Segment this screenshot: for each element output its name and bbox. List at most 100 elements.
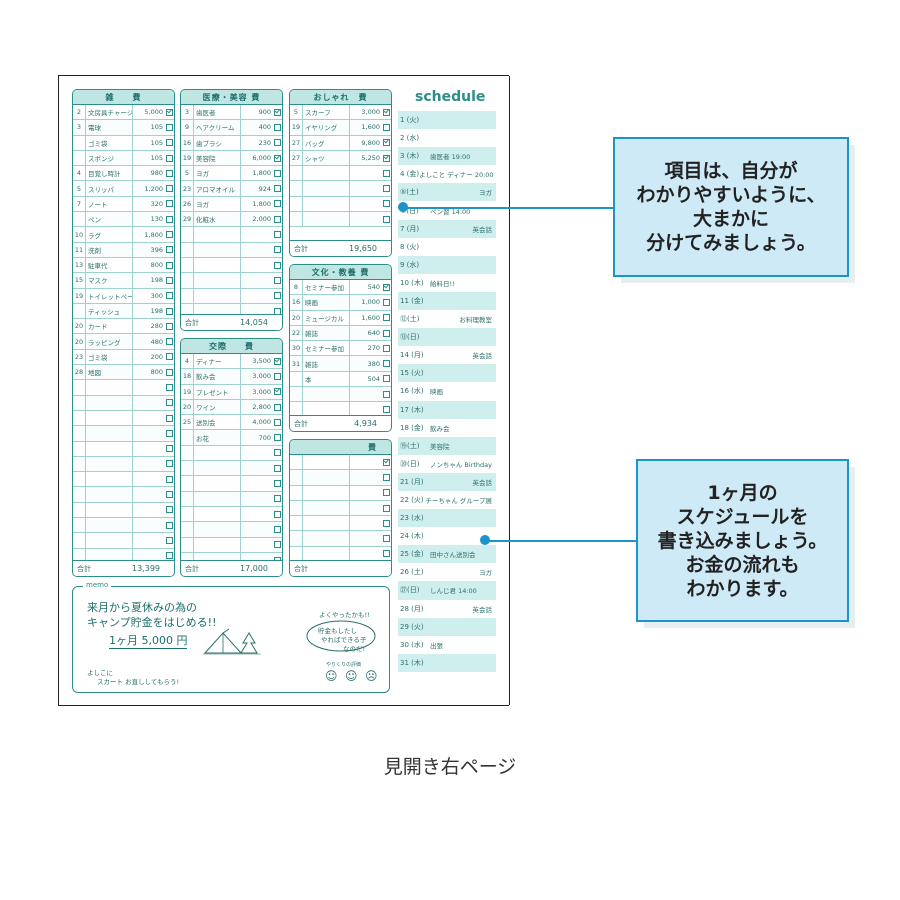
checked-box-icon[interactable]: [274, 108, 281, 116]
checkbox-icon[interactable]: [383, 390, 390, 398]
checkbox-icon[interactable]: [274, 292, 281, 300]
row-item: [303, 485, 350, 500]
checkbox-icon[interactable]: [274, 231, 281, 239]
checkbox-icon[interactable]: [166, 506, 173, 514]
row-amount: [241, 446, 273, 460]
checkbox-icon[interactable]: [274, 541, 281, 549]
checkbox-icon[interactable]: [383, 406, 390, 414]
checkbox-icon[interactable]: [383, 298, 390, 306]
checkbox-icon[interactable]: [274, 495, 281, 503]
checkbox-icon[interactable]: [166, 139, 173, 147]
checkbox-icon[interactable]: [166, 338, 173, 346]
checkbox-icon[interactable]: [274, 123, 281, 131]
checkbox-icon[interactable]: [274, 403, 281, 411]
checkbox-icon[interactable]: [274, 169, 281, 177]
checkbox-icon[interactable]: [166, 154, 173, 162]
checkbox-icon[interactable]: [274, 215, 281, 223]
checkbox-icon[interactable]: [166, 246, 173, 254]
panel-title: 費: [290, 440, 391, 455]
checkbox-icon[interactable]: [166, 276, 173, 284]
checked-box-icon[interactable]: [166, 108, 173, 116]
checkbox-icon[interactable]: [166, 200, 173, 208]
row-item: 駐車代: [86, 257, 133, 273]
checkbox-icon[interactable]: [274, 372, 281, 380]
checkbox-icon[interactable]: [166, 368, 173, 376]
checkbox-icon[interactable]: [274, 510, 281, 518]
checkbox-icon[interactable]: [274, 464, 281, 472]
row-day: [290, 516, 303, 531]
checkbox-icon[interactable]: [274, 480, 281, 488]
checkbox-icon[interactable]: [166, 445, 173, 453]
checkbox-icon[interactable]: [274, 200, 281, 208]
checked-box-icon[interactable]: [274, 357, 281, 365]
checked-box-icon[interactable]: [383, 283, 390, 291]
schedule-day: 15 (火): [398, 364, 496, 383]
checkbox-icon[interactable]: [383, 344, 390, 352]
checkbox-icon[interactable]: [383, 375, 390, 383]
checkbox-icon[interactable]: [166, 399, 173, 407]
expense-row: [290, 531, 391, 547]
checkbox-icon[interactable]: [383, 329, 390, 337]
checkbox-icon[interactable]: [274, 276, 281, 284]
row-amount: [133, 426, 165, 440]
checkbox-icon[interactable]: [274, 449, 281, 457]
checkbox-icon[interactable]: [166, 414, 173, 422]
checkbox-icon[interactable]: [383, 519, 390, 527]
checkbox-icon[interactable]: [166, 475, 173, 483]
checkbox-icon[interactable]: [166, 307, 173, 315]
checkbox-icon[interactable]: [383, 314, 390, 322]
checkbox-icon[interactable]: [166, 261, 173, 269]
checked-box-icon[interactable]: [383, 154, 390, 162]
checkbox-icon[interactable]: [274, 246, 281, 254]
checkbox-icon[interactable]: [166, 552, 173, 560]
checkbox-icon[interactable]: [383, 550, 390, 558]
checkbox-icon[interactable]: [166, 491, 173, 499]
checkbox-icon[interactable]: [383, 215, 390, 223]
checked-box-icon[interactable]: [383, 139, 390, 147]
checkbox-icon[interactable]: [166, 322, 173, 330]
checkbox-icon[interactable]: [166, 185, 173, 193]
checkbox-icon[interactable]: [166, 383, 173, 391]
checkbox-icon[interactable]: [383, 504, 390, 512]
checkbox-icon[interactable]: [166, 521, 173, 529]
checkbox-icon[interactable]: [383, 473, 390, 481]
checked-box-icon[interactable]: [274, 154, 281, 162]
checkbox-icon[interactable]: [274, 185, 281, 193]
checkbox-icon[interactable]: [383, 360, 390, 368]
row-item: 歯ブラシ: [194, 135, 241, 150]
checkbox-icon[interactable]: [166, 536, 173, 544]
checkbox-icon[interactable]: [274, 261, 281, 269]
checkbox-icon[interactable]: [383, 535, 390, 543]
row-day: 19: [73, 288, 86, 303]
checked-box-icon[interactable]: [383, 458, 390, 466]
checkbox-icon[interactable]: [274, 418, 281, 426]
schedule-date: 16 (水): [400, 387, 424, 396]
checkbox-icon[interactable]: [166, 169, 173, 177]
checkbox-icon[interactable]: [383, 185, 390, 193]
checkbox-icon[interactable]: [383, 489, 390, 497]
checkbox-icon[interactable]: [166, 215, 173, 223]
checkbox-icon[interactable]: [274, 525, 281, 533]
checked-box-icon[interactable]: [274, 388, 281, 396]
row-item: スリッパ: [86, 181, 133, 196]
checkbox-icon[interactable]: [383, 200, 390, 208]
checkbox-icon[interactable]: [166, 292, 173, 300]
row-amount: 1,200: [144, 184, 163, 193]
row-item: [86, 410, 133, 426]
checkbox-icon[interactable]: [274, 139, 281, 147]
checkbox-icon[interactable]: [166, 460, 173, 468]
memo-bubble4: なのだ!: [343, 645, 366, 653]
checkbox-icon[interactable]: [166, 353, 173, 361]
checked-box-icon[interactable]: [383, 108, 390, 116]
schedule-day: 31 (木): [398, 653, 496, 672]
checkbox-icon[interactable]: [274, 434, 281, 442]
row-item: ヨガ: [194, 196, 241, 212]
checkbox-icon[interactable]: [383, 169, 390, 177]
checkbox-icon[interactable]: [166, 429, 173, 437]
checkbox-icon[interactable]: [166, 231, 173, 239]
checkbox-icon[interactable]: [383, 123, 390, 131]
checkbox-icon[interactable]: [166, 123, 173, 131]
